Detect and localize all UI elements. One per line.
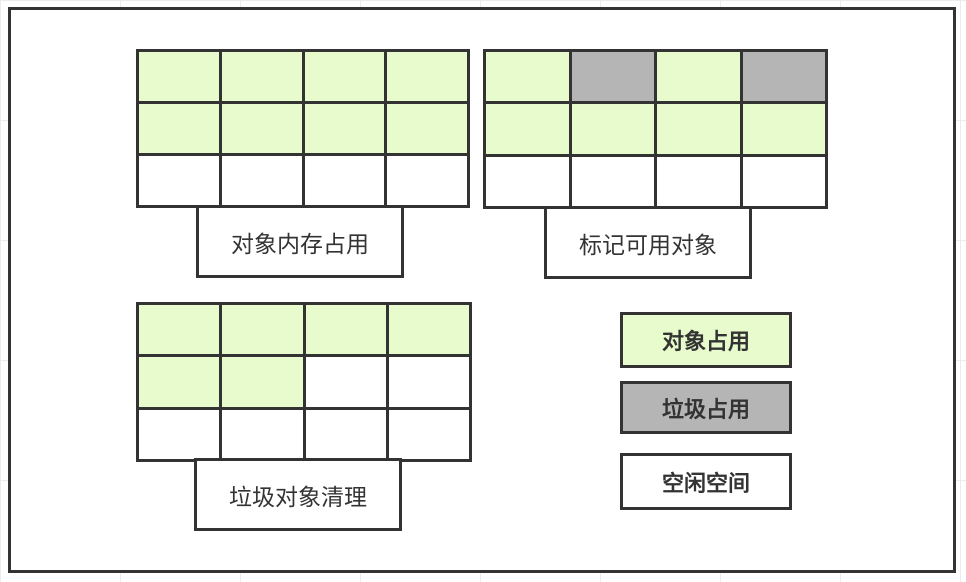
memory-cell-free [571,156,654,206]
memory-cell-used [657,104,740,154]
memory-cell-used [387,104,467,153]
memory-grid-allocated [136,49,470,208]
memory-cell-used [221,52,302,101]
memory-cell-used [222,305,303,355]
memory-cell-used [305,305,386,355]
label-marked: 标记可用对象 [544,206,752,279]
memory-cell-used [222,357,303,407]
legend-free: 空闲空间 [620,453,792,510]
memory-cell-garbage [742,52,825,102]
memory-cell-used [304,104,385,153]
memory-cell-used [139,357,220,407]
memory-cell-used [221,104,302,153]
memory-cell-free [387,156,467,205]
label-swept: 垃圾对象清理 [194,458,402,531]
memory-cell-free [388,357,469,407]
memory-grid-marked [483,49,828,209]
memory-cell-free [222,409,303,459]
memory-cell-used [139,104,219,153]
memory-cell-used [139,52,219,101]
memory-cell-used [304,52,385,101]
memory-cell-free [139,409,220,459]
memory-cell-used [742,104,825,154]
memory-cell-free [486,156,569,206]
memory-cell-free [742,156,825,206]
memory-cell-used [571,104,654,154]
memory-cell-free [305,357,386,407]
memory-cell-garbage [571,52,654,102]
memory-cell-used [387,52,467,101]
memory-grid-swept [136,302,472,462]
memory-cell-free [221,156,302,205]
memory-cell-free [139,156,219,205]
memory-cell-free [388,409,469,459]
memory-cell-used [657,52,740,102]
memory-cell-free [304,156,385,205]
memory-cell-used [388,305,469,355]
legend-garbage: 垃圾占用 [620,381,792,434]
memory-cell-free [657,156,740,206]
memory-cell-used [486,104,569,154]
legend-used: 对象占用 [620,312,792,368]
label-allocated: 对象内存占用 [196,205,404,278]
memory-cell-used [139,305,220,355]
memory-cell-free [305,409,386,459]
memory-cell-used [486,52,569,102]
